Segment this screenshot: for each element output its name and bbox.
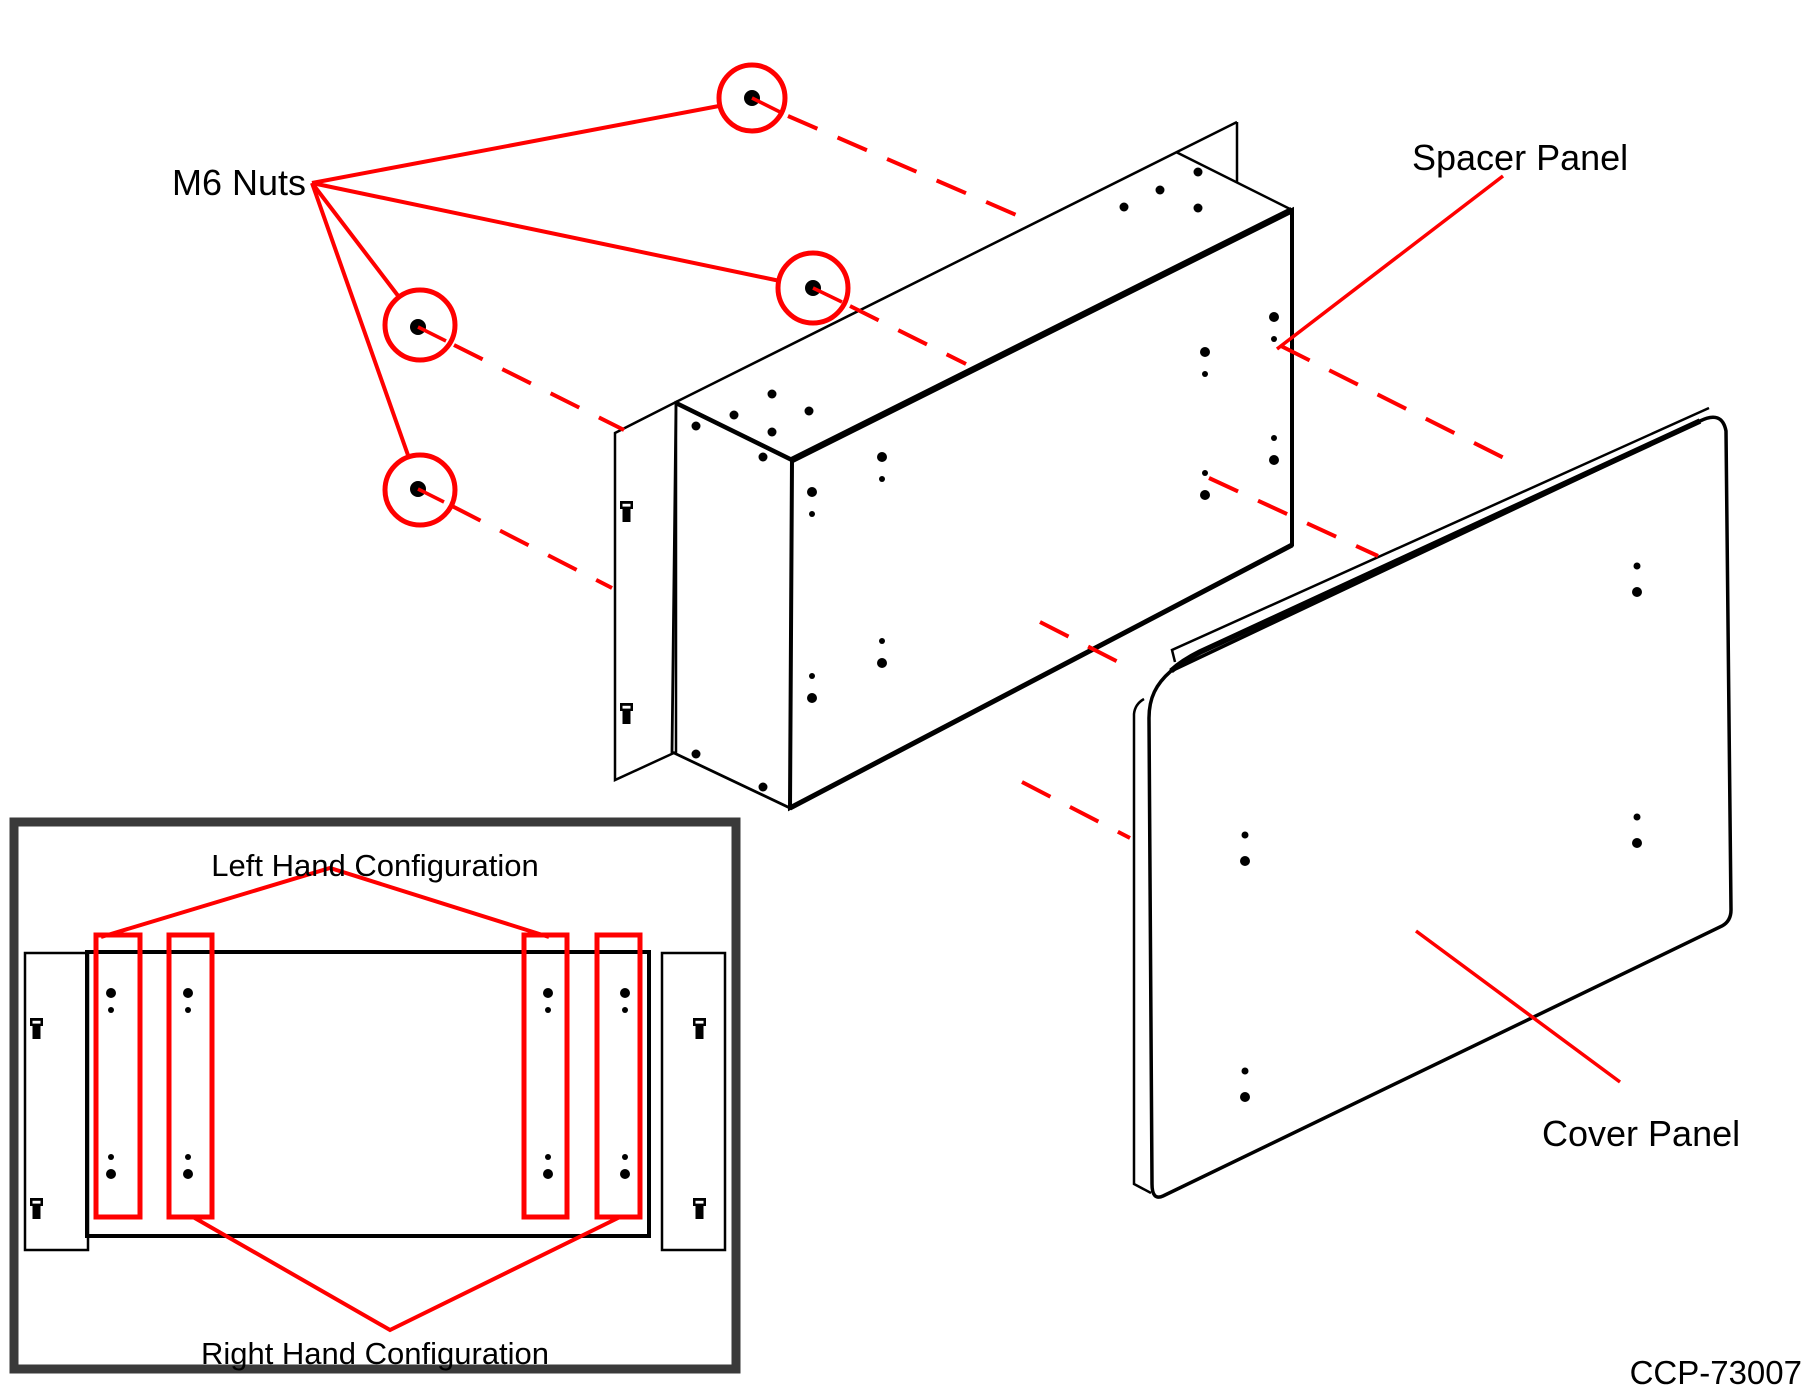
highlight-strip — [93, 932, 143, 1220]
spacer-top-left-fold-edge — [675, 400, 793, 463]
spacer-back-top-edge — [675, 120, 1238, 404]
cover-top-edge — [1169, 418, 1702, 674]
inset-border — [9, 817, 741, 1374]
nut-circle — [716, 62, 788, 134]
inset-panel-holes — [106, 988, 630, 1179]
inset-right-flange — [660, 951, 727, 1252]
configuration-inset: Left Hand Configuration Right Hand Confi… — [9, 817, 741, 1374]
cover-main-face — [1147, 415, 1733, 1199]
spacer-panel-drawing — [613, 120, 1294, 812]
cover-left-flange — [1132, 697, 1152, 1195]
spacer-panel-label: Spacer Panel — [1412, 137, 1628, 178]
m6-leader-lines — [310, 104, 781, 459]
cover-panel-drawing — [1132, 406, 1733, 1199]
cage-clip-icon — [620, 703, 633, 724]
config-leader-lines — [100, 865, 621, 1333]
spacer-main-face — [787, 206, 1294, 812]
m6-nut-annotations — [310, 62, 1622, 1084]
right-hand-config-label: Right Hand Configuration — [201, 1336, 549, 1371]
cover-panel-leader-line — [1414, 929, 1622, 1084]
cage-clip-icon — [620, 501, 633, 522]
spacer-rear-flange — [613, 399, 678, 782]
spacer-bottom-edge — [788, 542, 1294, 811]
spacer-left-face — [670, 400, 794, 811]
right-hand-leader — [192, 1215, 621, 1333]
m6-nut-circles — [382, 62, 851, 528]
inset-panel-face — [85, 950, 651, 1238]
cover-panel-label: Cover Panel — [1542, 1113, 1740, 1154]
spacer-panel-leader-line — [1275, 174, 1505, 351]
highlight-strip — [166, 932, 215, 1220]
left-hand-config-label: Left Hand Configuration — [211, 848, 538, 883]
nut-circle — [775, 250, 851, 326]
spacer-front-top-edge — [790, 207, 1294, 463]
nut-circle — [382, 452, 458, 528]
m6-nuts-label: M6 Nuts — [172, 162, 306, 203]
spacer-main-face-holes — [691, 312, 1279, 792]
spacer-top-right-fold-edge — [1175, 150, 1293, 212]
nut-tail-lines — [417, 96, 843, 504]
cover-panel-holes — [1240, 562, 1642, 1102]
spacer-top-face-holes — [691, 167, 1203, 462]
drawing-number: CCP-73007 — [1630, 1354, 1802, 1390]
nut-circle — [382, 287, 458, 363]
alignment-dashed-lines — [451, 114, 1523, 840]
cover-top-hem — [1170, 406, 1710, 663]
left-hand-leader — [100, 865, 550, 939]
